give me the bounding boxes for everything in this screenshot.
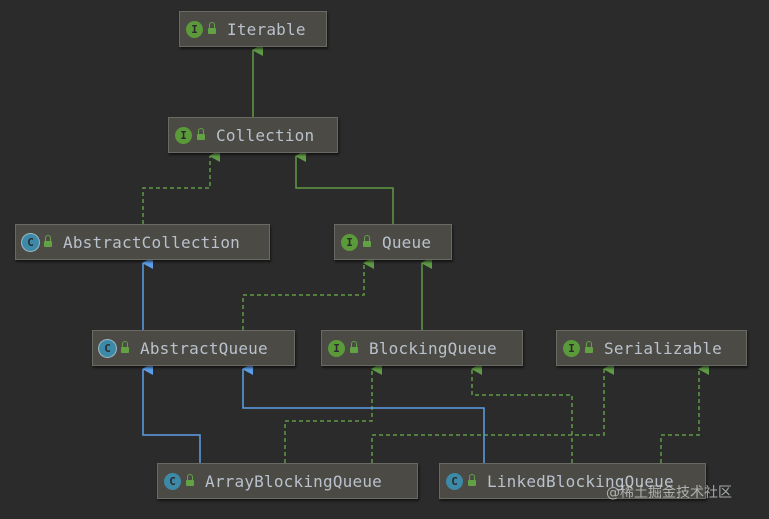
interface-icon: I [328, 339, 345, 357]
node-label: AbstractCollection [63, 232, 240, 252]
lock-icon [208, 21, 217, 34]
node-label: Collection [216, 125, 315, 145]
interface-icon: I [341, 233, 358, 251]
lock-icon [44, 234, 53, 247]
lock-icon [468, 473, 477, 486]
abstract-class-icon: C [99, 339, 116, 357]
edge-abstractqueue-queue [242, 257, 374, 330]
node-abstract-queue[interactable]: C AbstractQueue [92, 330, 295, 366]
edge-queue-collection [295, 150, 394, 224]
lock-icon [186, 473, 195, 486]
edge-arrayblockingqueue-abstractqueue [142, 363, 201, 463]
node-queue[interactable]: I Queue [334, 224, 452, 260]
class-icon: C [164, 472, 181, 490]
node-serializable[interactable]: I Serializable [556, 330, 747, 366]
node-label: Queue [382, 232, 432, 252]
edge-linkedblockingqueue-abstractqueue [242, 363, 485, 463]
node-label: ArrayBlockingQueue [205, 471, 382, 491]
node-linked-blocking-queue[interactable]: C LinkedBlockingQueue [439, 463, 706, 499]
node-abstract-collection[interactable]: C AbstractCollection [15, 224, 270, 260]
node-array-blocking-queue[interactable]: C ArrayBlockingQueue [157, 463, 418, 499]
interface-icon: I [175, 126, 192, 144]
node-label: LinkedBlockingQueue [487, 471, 674, 491]
edge-arrayblockingqueue-blockingqueue [284, 363, 382, 463]
node-iterable[interactable]: I Iterable [179, 11, 327, 47]
class-icon: C [446, 472, 463, 490]
watermark: @稀土掘金技术社区 [606, 485, 732, 501]
interface-icon: I [563, 339, 580, 357]
lock-icon [350, 340, 359, 353]
node-collection[interactable]: I Collection [168, 117, 338, 153]
interface-icon: I [186, 20, 203, 38]
lock-icon [121, 340, 130, 353]
node-label: Serializable [604, 338, 722, 358]
node-label: Iterable [227, 19, 306, 39]
node-label: BlockingQueue [369, 338, 497, 358]
lock-icon [363, 234, 372, 247]
node-label: AbstractQueue [140, 338, 268, 358]
edge-arrayblockingqueue-serializable [371, 363, 614, 463]
edge-abstractcollection-collection [142, 150, 220, 224]
edge-linkedblockingqueue-blockingqueue [471, 363, 573, 463]
edge-linkedblockingqueue-serializable [660, 363, 709, 463]
abstract-class-icon: C [22, 233, 39, 251]
lock-icon [585, 340, 594, 353]
lock-icon [197, 127, 206, 140]
node-blocking-queue[interactable]: I BlockingQueue [321, 330, 523, 366]
